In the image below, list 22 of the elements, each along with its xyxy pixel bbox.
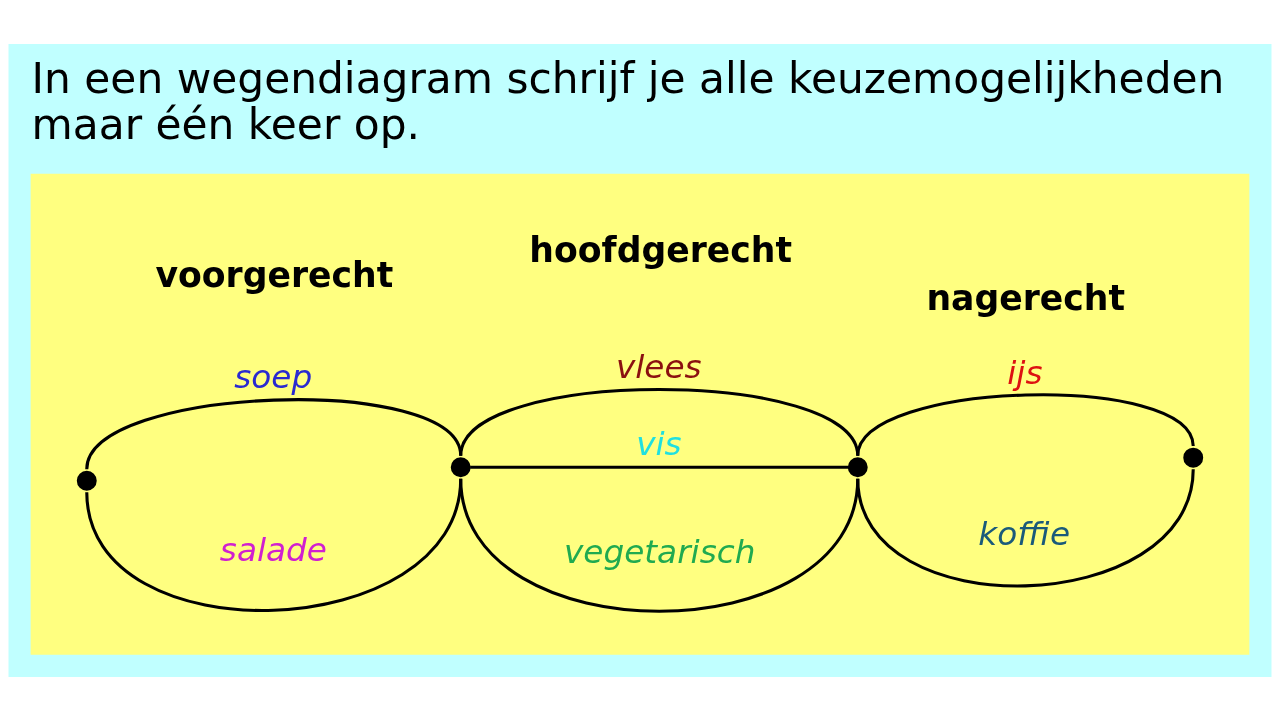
node-circle xyxy=(847,456,868,477)
label: voorgerecht xyxy=(155,254,394,295)
edge-label: vegetarisch xyxy=(564,532,756,571)
edge-label: salade xyxy=(219,530,327,569)
connector xyxy=(470,465,849,469)
edge-label: soep xyxy=(234,357,313,396)
node-circle xyxy=(76,470,97,491)
node-circle xyxy=(1183,447,1204,468)
diagram-title: In een wegendiagram schrijf je alle keuzemogelijkheden maar één keer op. xyxy=(31,53,1225,149)
connector xyxy=(85,398,463,470)
connector xyxy=(459,478,860,612)
node-circle xyxy=(450,456,471,477)
edge-label: koffie xyxy=(978,514,1071,553)
label: hoofdgerecht xyxy=(529,229,793,270)
connector xyxy=(856,468,1195,587)
label: nagerecht xyxy=(926,277,1125,318)
edge-label: vlees xyxy=(615,347,702,386)
cluster xyxy=(30,173,1250,655)
edge-label: vis xyxy=(636,424,682,463)
edge-label: ijs xyxy=(1007,353,1043,392)
connector xyxy=(856,392,1195,456)
connector xyxy=(459,387,860,456)
